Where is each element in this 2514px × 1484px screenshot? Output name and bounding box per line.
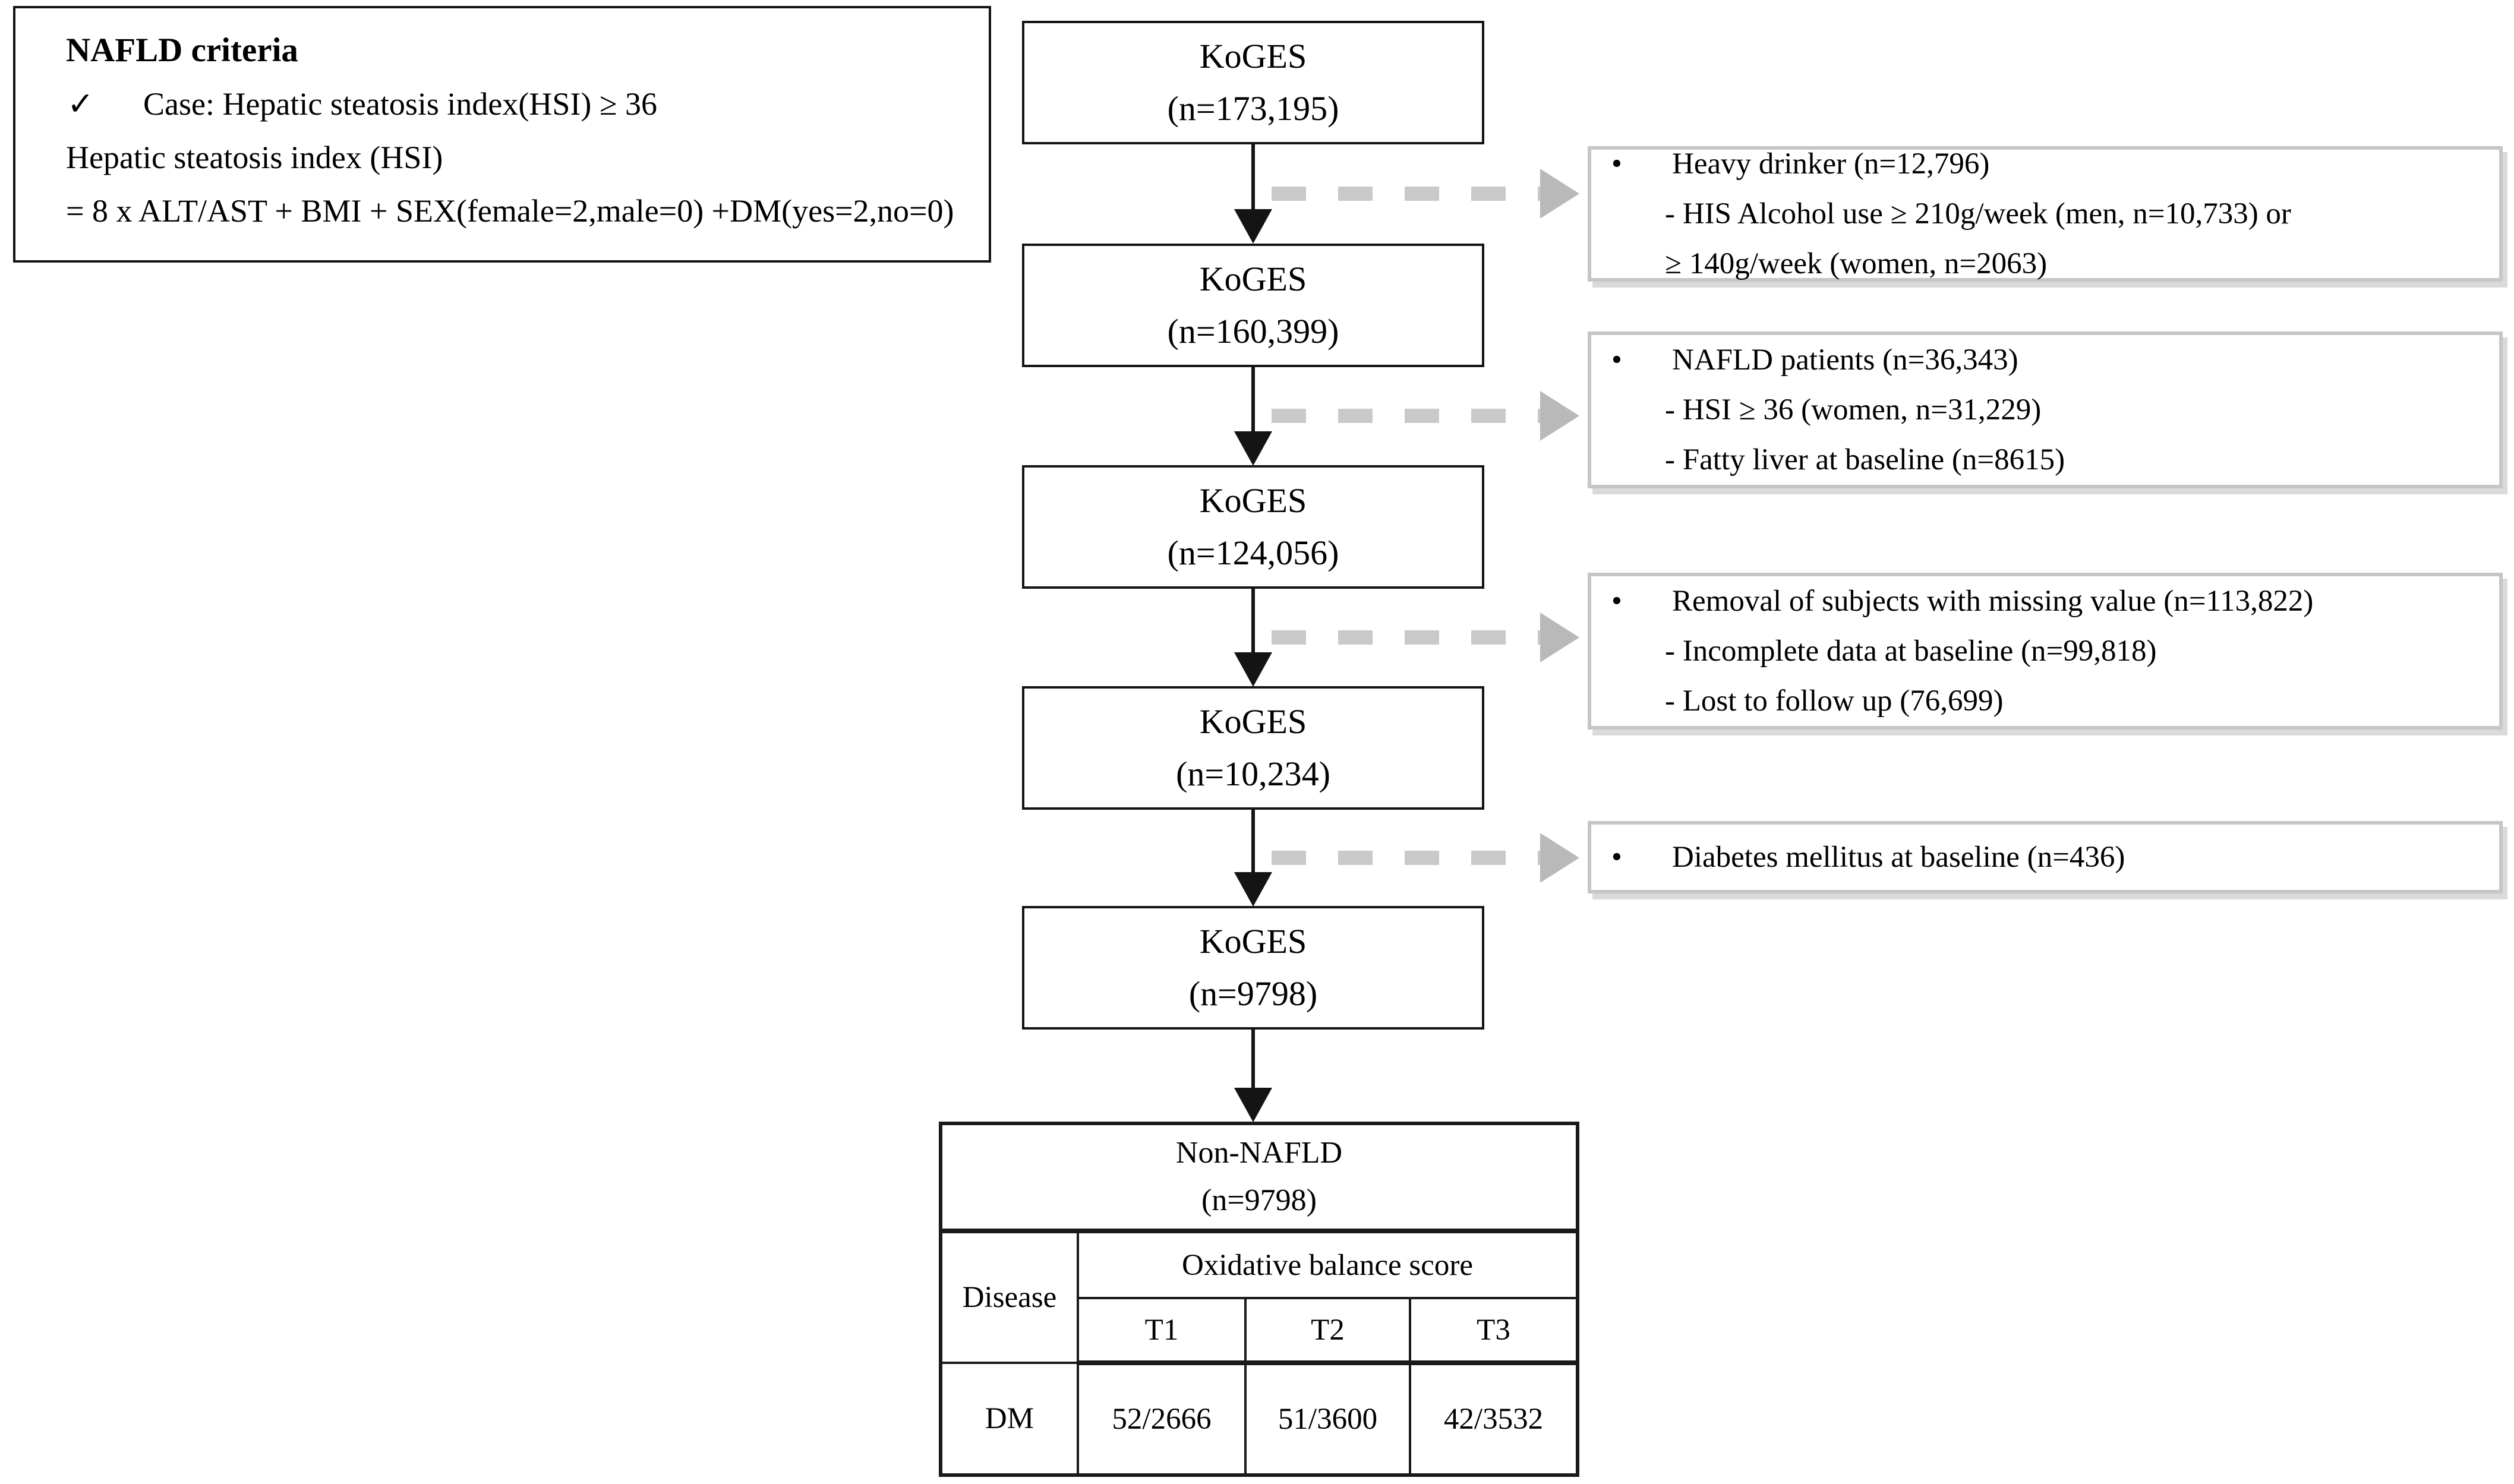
down-arrow-2-head	[1234, 431, 1272, 466]
exclusion-arrow-3	[1272, 630, 1540, 645]
table-cell-disease: Disease	[939, 1230, 1079, 1364]
exclusion-arrow-3-head	[1540, 612, 1579, 662]
criteria-case-text: Case: Hepatic steatosis index(HSI) ≥ 36	[143, 86, 657, 122]
bullet-icon: •	[1611, 343, 1622, 377]
koges-box-1-n: (n=173,195)	[1167, 89, 1339, 128]
exclusion-3-line-1: • Removal of subjects with missing value …	[1591, 576, 2499, 626]
down-arrow-4	[1251, 810, 1255, 875]
exclusion-3-line-2: - Incomplete data at baseline (n=99,818)	[1665, 634, 2157, 668]
exclusion-box-heavy-drinker: • Heavy drinker (n=12,796) - HIS Alcohol …	[1588, 146, 2503, 282]
exclusion-2-line-1: • NAFLD patients (n=36,343)	[1591, 335, 2499, 385]
results-table: Non-NAFLD (n=9798) Disease Oxidative bal…	[939, 1122, 1579, 1477]
koges-box-4: KoGES (n=10,234)	[1022, 686, 1484, 810]
koges-box-5-n: (n=9798)	[1188, 974, 1318, 1013]
table-header-line2: (n=9798)	[1201, 1183, 1317, 1217]
criteria-title: NAFLD criteria	[66, 31, 298, 69]
koges-box-2: KoGES (n=160,399)	[1022, 244, 1484, 367]
exclusion-3-line-3: - Lost to follow up (76,699)	[1665, 684, 2004, 718]
exclusion-box-diabetes: • Diabetes mellitus at baseline (n=436)	[1588, 821, 2503, 893]
exclusion-box-nafld-patients: • NAFLD patients (n=36,343) - HSI ≥ 36 (w…	[1588, 331, 2503, 488]
exclusion-2-line-1-text: NAFLD patients (n=36,343)	[1672, 343, 2018, 377]
exclusion-2-line-3: - Fatty liver at baseline (n=8615)	[1665, 443, 2065, 476]
check-icon: ✓	[67, 86, 94, 122]
koges-box-1-name: KoGES	[1199, 37, 1307, 75]
criteria-formula-line: = 8 x ALT/AST + BMI + SEX(female=2,male=…	[66, 193, 954, 229]
exclusion-1-line-2: - HIS Alcohol use ≥ 210g/week (men, n=10…	[1665, 197, 2291, 231]
exclusion-3-line-1-text: Removal of subjects with missing value (…	[1672, 585, 2314, 618]
table-value-t1: 52/2666	[1077, 1362, 1247, 1476]
exclusion-arrow-4	[1272, 851, 1540, 865]
bullet-icon: •	[1611, 147, 1622, 181]
koges-box-4-name: KoGES	[1199, 702, 1307, 741]
exclusion-2-line-2: - HSI ≥ 36 (women, n=31,229)	[1665, 393, 2042, 427]
criteria-case-line: ✓ Case: Hepatic steatosis index(HSI) ≥ 36	[66, 77, 977, 131]
table-value-t3: 42/3532	[1409, 1362, 1579, 1476]
table-header-non-nafld: Non-NAFLD (n=9798)	[939, 1122, 1579, 1233]
exclusion-arrow-2	[1272, 409, 1540, 423]
table-cell-t3: T3	[1409, 1297, 1579, 1365]
koges-box-1: KoGES (n=173,195)	[1022, 21, 1484, 144]
exclusion-1-line-1-text: Heavy drinker (n=12,796)	[1672, 147, 1990, 181]
table-cell-t1: T1	[1077, 1297, 1247, 1365]
exclusion-arrow-2-head	[1540, 391, 1579, 441]
table-header-line1: Non-NAFLD	[1175, 1136, 1343, 1170]
down-arrow-1-head	[1234, 209, 1272, 244]
down-arrow-1	[1251, 144, 1255, 213]
koges-box-4-n: (n=10,234)	[1176, 754, 1330, 793]
koges-box-2-name: KoGES	[1199, 260, 1307, 298]
down-arrow-5	[1251, 1030, 1255, 1090]
down-arrow-2	[1251, 367, 1255, 436]
bullet-icon: •	[1611, 585, 1622, 618]
nafld-criteria-box: NAFLD criteria ✓ Case: Hepatic steatosis …	[13, 6, 991, 263]
exclusion-arrow-4-head	[1540, 833, 1579, 883]
exclusion-box-missing-value: • Removal of subjects with missing value …	[1588, 573, 2503, 730]
exclusion-1-line-3: ≥ 140g/week (women, n=2063)	[1665, 247, 2048, 280]
table-cell-t2: T2	[1244, 1297, 1411, 1365]
exclusion-1-line-1: • Heavy drinker (n=12,796)	[1591, 139, 2499, 189]
down-arrow-3	[1251, 589, 1255, 655]
down-arrow-5-head	[1234, 1088, 1272, 1122]
exclusion-arrow-1-head	[1540, 169, 1579, 219]
exclusion-arrow-1	[1272, 187, 1540, 201]
koges-box-3: KoGES (n=124,056)	[1022, 465, 1484, 589]
koges-box-2-n: (n=160,399)	[1167, 312, 1339, 351]
koges-box-5-name: KoGES	[1199, 922, 1307, 961]
koges-box-3-name: KoGES	[1199, 481, 1307, 520]
criteria-hsi-line: Hepatic steatosis index (HSI)	[66, 140, 443, 175]
koges-box-5: KoGES (n=9798)	[1022, 906, 1484, 1030]
exclusion-4-line-1-text: Diabetes mellitus at baseline (n=436)	[1672, 841, 2125, 874]
down-arrow-4-head	[1234, 872, 1272, 907]
table-cell-dm: DM	[939, 1362, 1079, 1476]
table-cell-obs: Oxidative balance score	[1077, 1230, 1579, 1299]
down-arrow-3-head	[1234, 652, 1272, 687]
koges-box-3-n: (n=124,056)	[1167, 533, 1339, 572]
bullet-icon: •	[1611, 841, 1622, 874]
exclusion-4-line-1: • Diabetes mellitus at baseline (n=436)	[1591, 832, 2499, 882]
table-value-t2: 51/3600	[1244, 1362, 1411, 1476]
